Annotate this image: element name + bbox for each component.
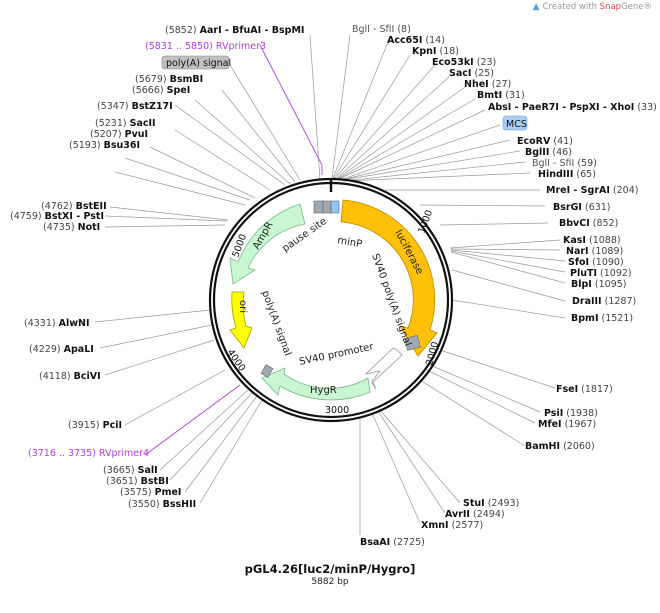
plasmid-title: pGL4.26[luc2/minP/Hygro]: [244, 562, 416, 576]
snapgene-logo-icon: ▲: [532, 2, 540, 12]
site-pluti[interactable]: PluTI (1092): [570, 268, 632, 279]
site-mfei[interactable]: MfeI (1967): [538, 419, 596, 430]
feature-luciferase[interactable]: [340, 199, 438, 357]
feature-pause-site-block[interactable]: [313, 200, 324, 214]
site-bmti[interactable]: BmtI (31): [477, 90, 525, 101]
site-bstbi[interactable]: (3651) BstBI: [106, 476, 169, 487]
site-xhoi[interactable]: AbsI - PaeR7I - PspXI - XhoI (33): [488, 102, 657, 113]
primer-rvprimer4[interactable]: (3716 .. 3735) RVprimer4: [28, 448, 149, 459]
feature-polya-signal-block[interactable]: [260, 364, 274, 378]
site-pcii[interactable]: (3915) PciI: [68, 420, 122, 431]
label-polya-signal: poly(A) signal: [259, 289, 293, 357]
site-bgli-sfii-8[interactable]: BglI - SfiI (8): [352, 24, 411, 35]
mcs-box[interactable]: [502, 115, 528, 131]
site-alwni[interactable]: (4331) AlwNI: [24, 318, 90, 329]
site-nari[interactable]: NarI (1089): [566, 246, 623, 257]
feature-poly-a-block[interactable]: [322, 200, 332, 214]
label-ori: ori: [237, 300, 248, 313]
site-sacii[interactable]: (5231) SacII: [95, 118, 156, 129]
label-minp: minP: [336, 235, 362, 250]
leader-lines-left: [94, 34, 321, 504]
site-kasi[interactable]: KasI (1088): [563, 235, 621, 246]
site-xmni[interactable]: XmnI (2577): [421, 520, 483, 531]
site-apali[interactable]: (4229) ApaLI: [29, 344, 94, 355]
site-srgai[interactable]: MreI - SgrAI (204): [546, 185, 638, 196]
plasmid-length: 5882 bp: [311, 577, 349, 587]
site-bsteii[interactable]: (4762) BstEII: [41, 201, 107, 212]
site-aari[interactable]: (5852) AarI - BfuAI - BspMI: [165, 25, 304, 36]
right-sites: BglI - SfiI (8) Acc65I (14) KpnI (18) Ec…: [352, 24, 657, 548]
site-bstz17i[interactable]: (5347) BstZ17I: [97, 101, 173, 112]
site-psii[interactable]: PsiI (1938): [544, 408, 598, 419]
site-fsei[interactable]: FseI (1817): [556, 384, 613, 395]
leader-lines: [331, 34, 566, 535]
feature-sv40-polya-block[interactable]: [404, 335, 421, 351]
site-bsshii[interactable]: (3550) BssHII: [128, 499, 196, 510]
site-bsrgi[interactable]: BsrGI (631): [553, 202, 611, 213]
site-bpmi[interactable]: BpmI (1521): [571, 313, 633, 324]
left-sites: (5852) AarI - BfuAI - BspMI (5679) BsmBI…: [10, 25, 304, 510]
snapgene-credit: ▲Created with SnapGene®: [532, 2, 652, 12]
site-ecorv[interactable]: EcoRV (41): [517, 136, 573, 147]
site-draiii[interactable]: DraIII (1287): [572, 296, 636, 307]
primer-line-rvprimer4: [144, 384, 241, 456]
tick-1000: 1000: [416, 209, 435, 235]
feature-ampr[interactable]: [229, 203, 306, 285]
site-noti[interactable]: (4735) NotI: [43, 222, 100, 233]
site-acc65i[interactable]: Acc65I (14): [387, 35, 445, 46]
site-eco53ki[interactable]: Eco53kI (23): [432, 57, 496, 68]
site-bcivi[interactable]: (4118) BciVI: [39, 371, 101, 382]
site-bamhi[interactable]: BamHI (2060): [525, 441, 595, 452]
primer-line-rvprimer3: [259, 44, 323, 175]
site-bsmbi[interactable]: (5679) BsmBI: [135, 74, 203, 85]
site-bsaai[interactable]: BsaAI (2725): [360, 537, 425, 548]
site-blpi[interactable]: BlpI (1095): [571, 279, 626, 290]
site-bsu36i[interactable]: (5193) Bsu36I: [69, 140, 140, 151]
mcs-box-label: MCS: [506, 119, 527, 130]
label-sv40-promoter: SV40 promoter: [298, 341, 375, 368]
polya-signal-box[interactable]: [161, 55, 230, 70]
label-hygr: HygR: [310, 385, 337, 396]
site-bbvci[interactable]: BbvCI (852): [559, 218, 618, 229]
site-avrii[interactable]: AvrII (2494): [445, 509, 505, 520]
site-bglii[interactable]: BglII (46): [525, 147, 572, 158]
site-stui[interactable]: StuI (2493): [463, 498, 519, 509]
primer-rvprimer3[interactable]: (5831 .. 5850) RVprimer3: [145, 41, 266, 52]
site-bgli-sfii-59[interactable]: BglI - SfiI (59): [532, 158, 597, 169]
tick-4000: 4000: [225, 347, 248, 373]
site-spei[interactable]: (5666) SpeI: [132, 85, 190, 96]
site-sali[interactable]: (3665) SalI: [103, 465, 158, 476]
site-pmei[interactable]: (3575) PmeI: [120, 487, 181, 498]
site-hindiii[interactable]: HindIII (65): [538, 169, 596, 180]
feature-sv40-promoter[interactable]: [364, 347, 403, 390]
site-sfoi[interactable]: SfoI (1090): [568, 257, 624, 268]
site-saci[interactable]: SacI (25): [449, 68, 494, 79]
site-nhei[interactable]: NheI (27): [464, 79, 511, 90]
polya-signal-box-label: poly(A) signal: [166, 58, 231, 69]
site-kpni[interactable]: KpnI (18): [412, 46, 459, 57]
feature-minp-block[interactable]: [330, 200, 340, 214]
site-bstxi-psti[interactable]: (4759) BstXI - PstI: [10, 211, 104, 222]
site-pvui[interactable]: (5207) PvuI: [90, 129, 148, 140]
feature-ori[interactable]: [229, 291, 253, 349]
tick-3000: 3000: [325, 405, 349, 416]
feature-hygr[interactable]: [261, 367, 371, 401]
